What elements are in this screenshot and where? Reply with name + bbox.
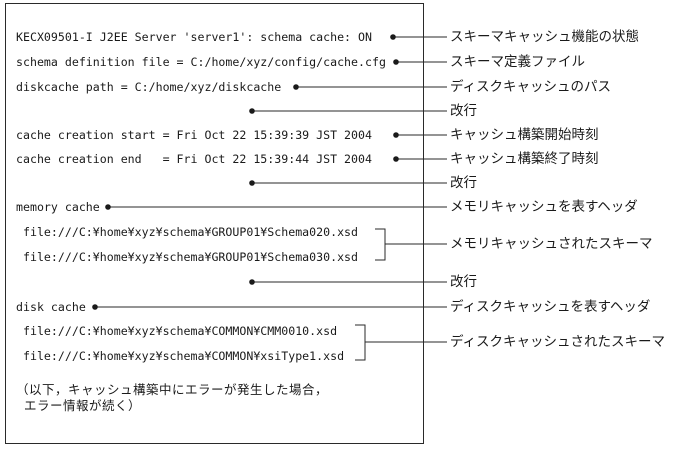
log-line-disk-schema-2: file:///C:¥home¥xyz¥schema¥COMMON¥xsiTyp… bbox=[16, 349, 345, 363]
annotation-cache-status: スキーマキャッシュ機能の状態 bbox=[450, 29, 639, 45]
log-line-schema-def: schema definition file = C:/home/xyz/con… bbox=[16, 55, 386, 69]
log-line-creation-end: cache creation end = Fri Oct 22 15:39:44… bbox=[16, 152, 372, 166]
annotation-schema-def-file: スキーマ定義ファイル bbox=[450, 54, 585, 70]
annotation-linebreak-1: 改行 bbox=[450, 103, 477, 119]
log-line-memory-schema-1: file:///C:¥home¥xyz¥schema¥GROUP01¥Schem… bbox=[16, 225, 359, 239]
log-line-memory-schema-2: file:///C:¥home¥xyz¥schema¥GROUP01¥Schem… bbox=[16, 250, 359, 264]
log-note-line-1: （以下，キャッシュ構築中にエラーが発生した場合， bbox=[16, 382, 329, 397]
log-line-memory-cache-header: memory cache bbox=[16, 200, 100, 214]
annotation-memory-schemas: メモリキャッシュされたスキーマ bbox=[450, 236, 653, 252]
log-line-diskcache-path: diskcache path = C:/home/xyz/diskcache bbox=[16, 80, 282, 94]
annotation-creation-start: キャッシュ構築開始時刻 bbox=[450, 127, 599, 143]
annotation-memory-header: メモリキャッシュを表すヘッダ bbox=[450, 199, 638, 215]
log-line-disk-schema-1: file:///C:¥home¥xyz¥schema¥COMMON¥CMM001… bbox=[16, 324, 338, 338]
annotation-disk-schemas: ディスクキャッシュされたスキーマ bbox=[450, 334, 666, 350]
annotation-disk-header: ディスクキャッシュを表すヘッダ bbox=[450, 299, 651, 315]
log-output-box bbox=[5, 3, 424, 444]
annotation-creation-end: キャッシュ構築終了時刻 bbox=[450, 151, 599, 167]
annotation-linebreak-2: 改行 bbox=[450, 175, 477, 191]
annotation-diskcache-path: ディスクキャッシュのパス bbox=[450, 79, 612, 95]
annotation-linebreak-3: 改行 bbox=[450, 274, 477, 290]
log-note-line-2: エラー情報が続く） bbox=[16, 398, 142, 413]
log-line-status: KECX09501-I J2EE Server 'server1': schem… bbox=[16, 30, 372, 44]
log-line-creation-start: cache creation start = Fri Oct 22 15:39:… bbox=[16, 128, 372, 142]
log-line-disk-cache-header: disk cache bbox=[16, 300, 86, 314]
